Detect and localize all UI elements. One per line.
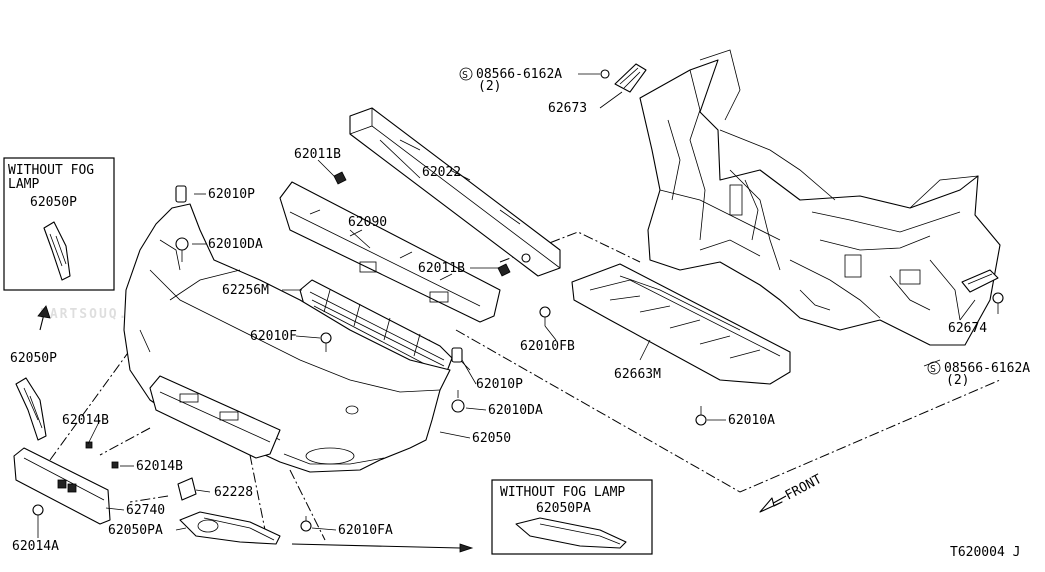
bolt-ref-top-s: S bbox=[462, 70, 468, 81]
bracket-62674 bbox=[961, 269, 1004, 314]
inset-left-title-1: WITHOUT FOG bbox=[8, 163, 94, 178]
bracket-62673 bbox=[600, 63, 647, 93]
label-62674: 62674 bbox=[948, 321, 987, 336]
lower-trim-bar bbox=[149, 375, 281, 459]
label-62740: 62740 bbox=[126, 503, 165, 518]
label-62010P-top: 62010P bbox=[208, 187, 255, 202]
bolt-ref-right-code: 08566-6162A bbox=[944, 361, 1030, 376]
inset-right-part: 62050PA bbox=[536, 501, 591, 516]
fog-lamp-cover-62050P-left bbox=[15, 377, 47, 441]
label-62228: 62228 bbox=[214, 485, 253, 500]
clip-62011B-mid bbox=[497, 263, 511, 277]
fasteners bbox=[32, 185, 707, 532]
inset-right-title: WITHOUT FOG LAMP bbox=[500, 485, 625, 500]
label-62011B-mid: 62011B bbox=[418, 261, 465, 276]
inset-left-arrow bbox=[37, 305, 51, 331]
vehicle-body-structure bbox=[639, 49, 1001, 346]
bolt-ref-top-qty: (2) bbox=[478, 79, 501, 94]
clip-62011B-top bbox=[333, 171, 347, 185]
label-62014B-a: 62014B bbox=[62, 413, 109, 428]
label-62663M: 62663M bbox=[614, 367, 661, 382]
label-62673: 62673 bbox=[548, 101, 587, 116]
fog-lamp-cover-62050PA bbox=[179, 511, 281, 545]
energy-absorber-62090 bbox=[279, 181, 501, 323]
diagram-code: T620004 J bbox=[950, 545, 1020, 560]
inset-right-without-fog-lamp: WITHOUT FOG LAMP 62050PA bbox=[491, 479, 653, 555]
label-62050: 62050 bbox=[472, 431, 511, 446]
label-62050PA: 62050PA bbox=[108, 523, 163, 538]
inset-left-without-fog-lamp: WITHOUT FOG LAMP 62050P bbox=[3, 157, 115, 291]
label-62022: 62022 bbox=[422, 165, 461, 180]
fog-cover-arrow bbox=[291, 543, 474, 553]
label-62010FB: 62010FB bbox=[520, 339, 575, 354]
inset-left-part: 62050P bbox=[30, 195, 77, 210]
bolt-ref-right: S 08566-6162A (2) bbox=[927, 361, 1030, 388]
label-62010P-mid: 62010P bbox=[476, 377, 523, 392]
leader-lines bbox=[37, 73, 976, 538]
under-cover-62663M bbox=[571, 263, 791, 385]
bolt-ref-right-s: S bbox=[930, 364, 936, 375]
label-62010F: 62010F bbox=[250, 329, 297, 344]
bolt-ref-top: S 08566-6162A (2) bbox=[459, 67, 562, 94]
label-62256M: 62256M bbox=[222, 283, 269, 298]
bumper-reinforcement-62022 bbox=[349, 107, 561, 277]
front-arrow bbox=[759, 495, 787, 513]
fog-cover-62228 bbox=[177, 477, 197, 501]
label-62010A: 62010A bbox=[728, 413, 775, 428]
inset-left-title-2: LAMP bbox=[8, 177, 39, 192]
front-label: FRONT bbox=[783, 472, 825, 504]
label-62010DA-mid: 62010DA bbox=[488, 403, 543, 418]
label-62050P-left: 62050P bbox=[10, 351, 57, 366]
label-62011B-top: 62011B bbox=[294, 147, 341, 162]
label-62010DA-top: 62010DA bbox=[208, 237, 263, 252]
bolt-ref-right-qty: (2) bbox=[946, 373, 969, 388]
bolt-ref-top-code: 08566-6162A bbox=[476, 67, 562, 82]
label-62014B-b: 62014B bbox=[136, 459, 183, 474]
license-bracket-62740 bbox=[13, 447, 111, 525]
label-62014A: 62014A bbox=[12, 539, 59, 554]
part-labels: 62673 62011B 62022 62010P 62090 62010DA … bbox=[10, 101, 987, 554]
label-62090: 62090 bbox=[348, 215, 387, 230]
label-62010FA: 62010FA bbox=[338, 523, 393, 538]
